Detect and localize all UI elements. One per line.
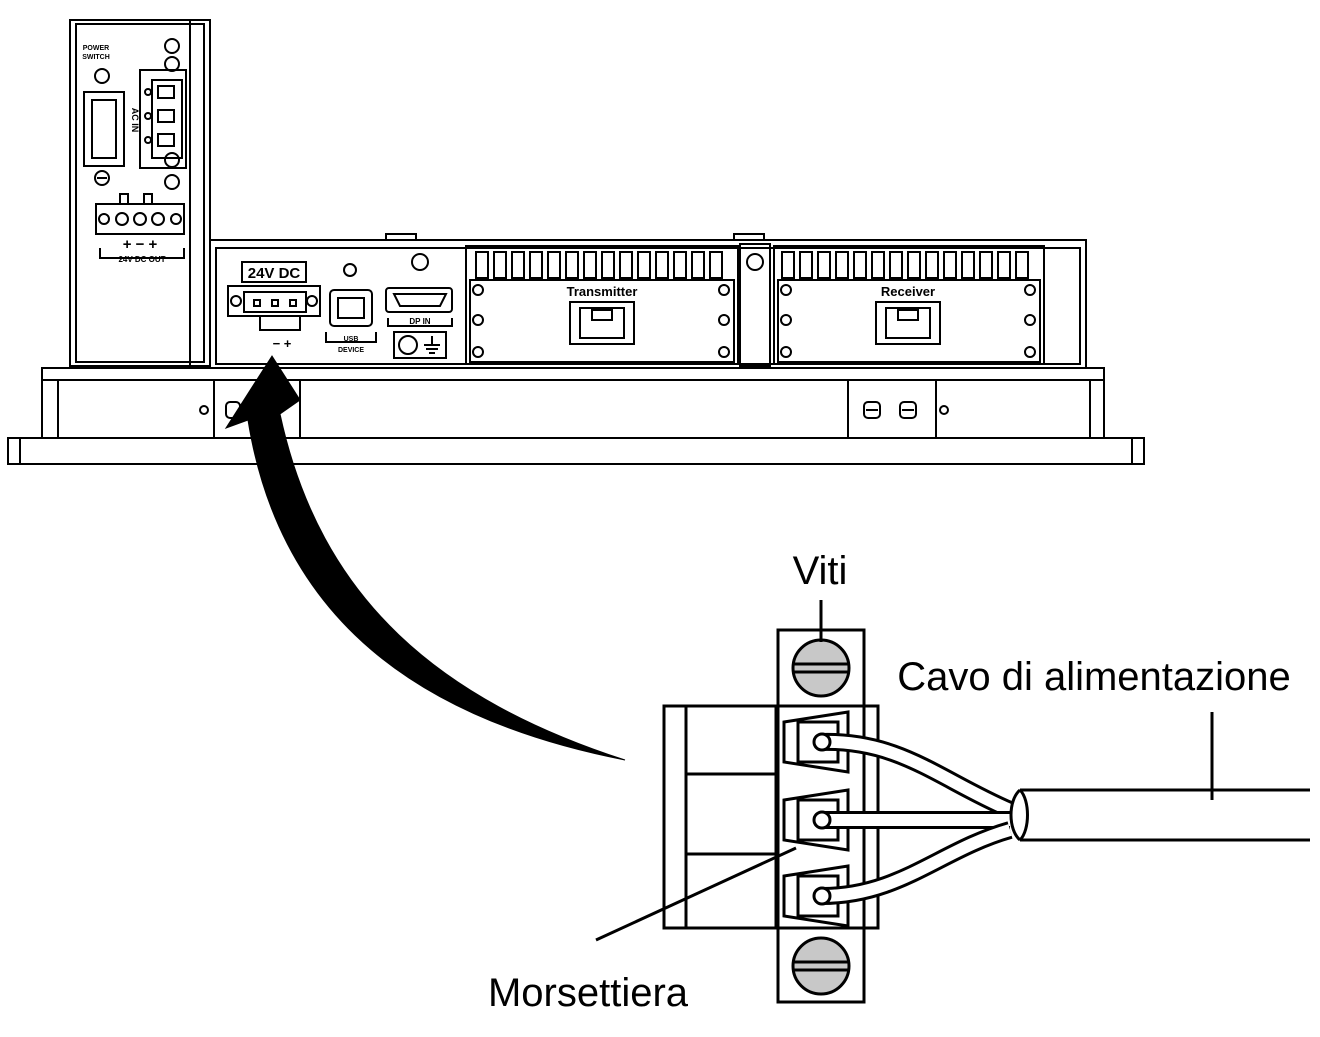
screws-callout: Viti: [793, 549, 848, 593]
leader-lines: [595, 600, 1214, 942]
power-cable: [1009, 788, 1310, 842]
screw-icon: [164, 38, 180, 54]
terminal-block-callout: Morsettiera: [488, 971, 689, 1015]
dc-out-label: 24V DC OUT: [118, 255, 165, 264]
screw-icon: [398, 335, 418, 355]
ac-in-label: AC IN: [130, 108, 140, 133]
transmitter-module: [465, 245, 739, 365]
screw-icon: [718, 284, 730, 296]
screw-icon: [1024, 346, 1036, 358]
power-supply-unit: [69, 19, 211, 367]
front-bezel: [7, 367, 1145, 465]
screw-icon: [164, 152, 180, 168]
screw-icon: [472, 346, 484, 358]
screw-icon: [1024, 284, 1036, 296]
usb-label: USB: [344, 336, 359, 343]
dc-in-polarity: − +: [273, 336, 292, 351]
power-switch[interactable]: [83, 91, 125, 167]
power-cable-callout: Cavo di alimentazione: [897, 655, 1291, 699]
screw-icon: [780, 314, 792, 326]
receiver-module: [773, 245, 1045, 365]
screw-icon: [164, 174, 180, 190]
power-switch-label: POWER: [83, 45, 109, 52]
screw-icon: [411, 253, 429, 271]
screw-icon: [1024, 314, 1036, 326]
dc-in-connector[interactable]: [227, 261, 321, 331]
dp-in-port[interactable]: [385, 253, 453, 359]
screw-icon: [164, 56, 180, 72]
screw-icon: [780, 284, 792, 296]
ground-terminal[interactable]: [393, 331, 447, 359]
screw-icon: [718, 314, 730, 326]
transmitter-rj45-port[interactable]: [569, 301, 635, 345]
power-switch-label-2: SWITCH: [82, 54, 110, 61]
screw-icon: [170, 213, 182, 225]
transmitter-label: Transmitter: [567, 284, 638, 299]
screw-icon: [94, 170, 110, 186]
cable-wires: [812, 732, 1014, 906]
screw-icon: [472, 314, 484, 326]
screw-icon: [791, 638, 851, 698]
panel-device: POWER SWITCH AC IN + − + 24V DC OUT 24V …: [7, 19, 1145, 465]
dp-in-label: DP IN: [409, 317, 430, 326]
screw-icon: [718, 346, 730, 358]
screw-icon: [780, 346, 792, 358]
dc-in-label: 24V DC: [248, 265, 301, 282]
receiver-label: Receiver: [881, 284, 935, 299]
transmitter-vents: [475, 251, 723, 279]
screw-icon: [472, 284, 484, 296]
ac-in-terminal[interactable]: [139, 69, 187, 169]
screw-icon: [791, 936, 851, 996]
pointer-arrow: [224, 355, 626, 761]
terminal-plug[interactable]: [662, 704, 778, 930]
dc-out-terminal[interactable]: [95, 203, 185, 235]
usb-device-port[interactable]: [325, 263, 377, 343]
screw-icon: [94, 68, 110, 84]
receiver-rj45-port[interactable]: [875, 301, 941, 345]
terminal-block-detail: [662, 628, 880, 1004]
receiver-vents: [781, 251, 1029, 279]
screw-icon: [98, 213, 110, 225]
usb-label-2: DEVICE: [338, 347, 364, 354]
screw-icon: [746, 253, 764, 271]
dc-out-polarity: + − +: [123, 236, 158, 253]
